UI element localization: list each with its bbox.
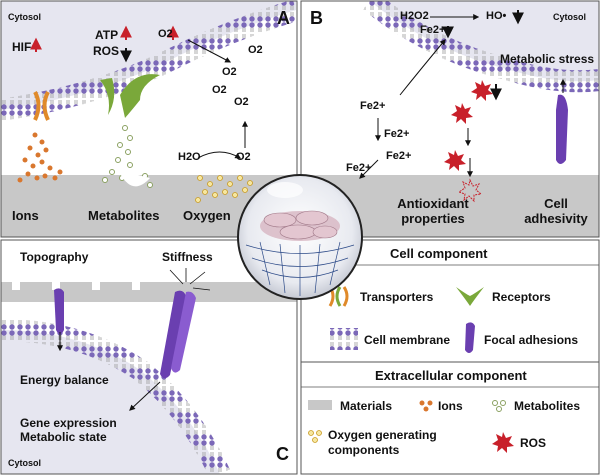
legend-cell-membrane: Cell membrane	[364, 333, 451, 347]
cell-adhesivity-label: Cell adhesivity	[524, 196, 588, 226]
h2o-label: H2O	[178, 151, 201, 163]
center-sphere	[237, 174, 363, 300]
cytosol-label-a: Cytosol	[8, 12, 42, 22]
ros-label-a: ROS	[93, 44, 120, 58]
panel-c-letter: C	[276, 444, 289, 464]
fe2-label-2: Fe2+	[384, 128, 410, 140]
ros-b	[444, 80, 493, 203]
o2-label-2: O2	[248, 44, 263, 56]
topography-label: Topography	[20, 250, 89, 264]
receptor-a	[100, 74, 160, 118]
fe2-label-3: Fe2+	[386, 150, 412, 162]
panel-a	[1, 1, 297, 237]
legend-metabolites: Metabolites	[514, 399, 581, 413]
ions-label-a: Ions	[12, 208, 39, 223]
legend	[300, 239, 600, 475]
o2-label-3: O2	[222, 66, 237, 78]
cytosol-label-c: Cytosol	[8, 458, 42, 468]
panel-b-letter: B	[310, 8, 323, 28]
metabolic-stress-label: Metabolic stress	[500, 52, 595, 66]
legend-focal-adhesions: Focal adhesions	[484, 333, 579, 347]
membrane-b	[363, 1, 599, 93]
h2o2-label: H2O2	[400, 10, 429, 22]
gene-expression-label: Gene expression	[20, 416, 117, 430]
fe2-top-label: Fe2+	[420, 24, 446, 36]
ho-label: HO•	[486, 10, 507, 22]
panel-a-letter: A	[277, 8, 290, 28]
legend-ions: Ions	[438, 399, 463, 413]
metabolic-state-label: Metabolic state	[20, 430, 107, 444]
hif-label: HIF	[12, 40, 32, 54]
transporter-a	[33, 91, 50, 121]
ions-a	[17, 132, 63, 183]
metabolites-label-a: Metabolites	[88, 208, 160, 223]
o2-product-label: O2	[236, 151, 251, 163]
legend-extracellular-title: Extracellular component	[375, 368, 527, 383]
o2-label-1: O2	[158, 28, 173, 40]
antioxidant-label: Antioxidant properties	[397, 196, 469, 226]
focal-adhesion-c1	[54, 288, 64, 334]
legend-oxygen-generating: Oxygen generating components	[328, 428, 437, 457]
legend-cell-component-title: Cell component	[390, 246, 488, 261]
legend-receptors: Receptors	[492, 290, 551, 304]
legend-materials: Materials	[340, 399, 393, 413]
membrane-c	[1, 319, 230, 474]
focal-adhesion-b	[556, 94, 568, 164]
o2-label-5: O2	[234, 96, 249, 108]
legend-ros: ROS	[520, 436, 547, 450]
focal-adhesion-c2	[160, 290, 186, 379]
stiffness-label: Stiffness	[162, 250, 213, 264]
cytosol-label-b: Cytosol	[553, 12, 587, 22]
legend-transporters: Transporters	[360, 290, 434, 304]
atp-label: ATP	[95, 28, 119, 42]
fe2-label-4: Fe2+	[346, 162, 372, 174]
panel-c	[1, 240, 297, 474]
membrane-a	[1, 1, 297, 121]
o2-label-4: O2	[212, 84, 227, 96]
oxygen-label-a: Oxygen	[183, 208, 231, 223]
fe2-label-1: Fe2+	[360, 100, 386, 112]
oxygen-particles-a	[195, 175, 253, 203]
energy-balance-label: Energy balance	[20, 373, 109, 387]
